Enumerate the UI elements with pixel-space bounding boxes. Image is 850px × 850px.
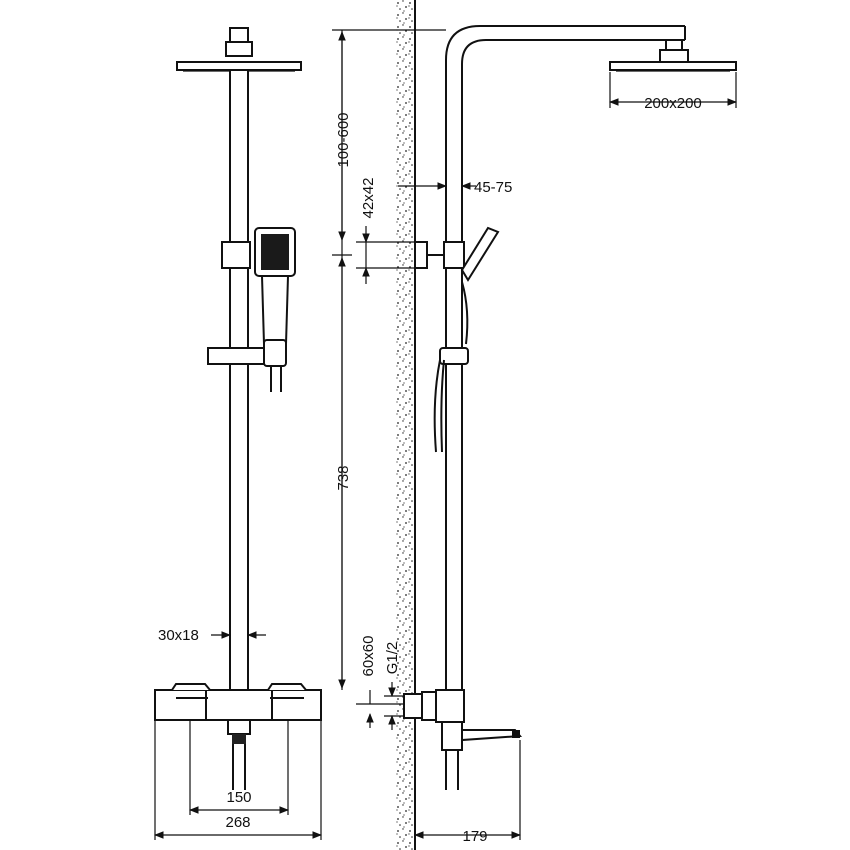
dim-inlet-thread: G1/2: [384, 642, 401, 675]
front-view: 150 268 30x18: [154, 27, 322, 840]
dim-valve-block: 60x60: [360, 636, 377, 677]
dim-head-size: 200x200: [644, 95, 702, 112]
side-riser-and-arm: [445, 25, 685, 690]
dim-valve-width: 268: [225, 814, 250, 831]
side-valve-inlet: [403, 693, 423, 719]
dim-wall-offset: 45-75: [474, 179, 512, 196]
side-view: [403, 25, 737, 790]
front-hand-shower-handle: [260, 275, 290, 345]
side-hand-shower-holder: [439, 347, 469, 365]
side-valve-body: [435, 689, 465, 723]
front-thermostatic-valve: [154, 689, 322, 721]
side-dimensions: 100-600 42x42 738 60x60 G1/2 45-75 200x2…: [332, 29, 737, 845]
front-head-connector-collar: [225, 41, 253, 57]
side-hand-shower: [460, 226, 500, 282]
wall-section: [395, 0, 415, 850]
dim-inlet-spacing: 150: [226, 789, 251, 806]
side-wall-bracket: [414, 241, 428, 269]
dim-projection: 179: [462, 828, 487, 845]
dim-rail-size: 30x18: [158, 627, 199, 644]
front-valve-outlet: [227, 719, 251, 735]
side-hose: [433, 359, 441, 453]
side-bath-spout: [461, 729, 523, 742]
front-slider-bracket: [221, 241, 251, 269]
side-head-connector: [665, 39, 683, 51]
front-head-connector: [229, 27, 249, 43]
side-shower-head: [609, 61, 737, 71]
dim-bracket-size: 42x42: [360, 178, 377, 219]
front-riser-pipe: [229, 69, 249, 691]
dim-arm-height: 100-600: [335, 112, 352, 167]
front-shower-head: [176, 61, 302, 71]
dim-column-height: 738: [335, 465, 352, 490]
